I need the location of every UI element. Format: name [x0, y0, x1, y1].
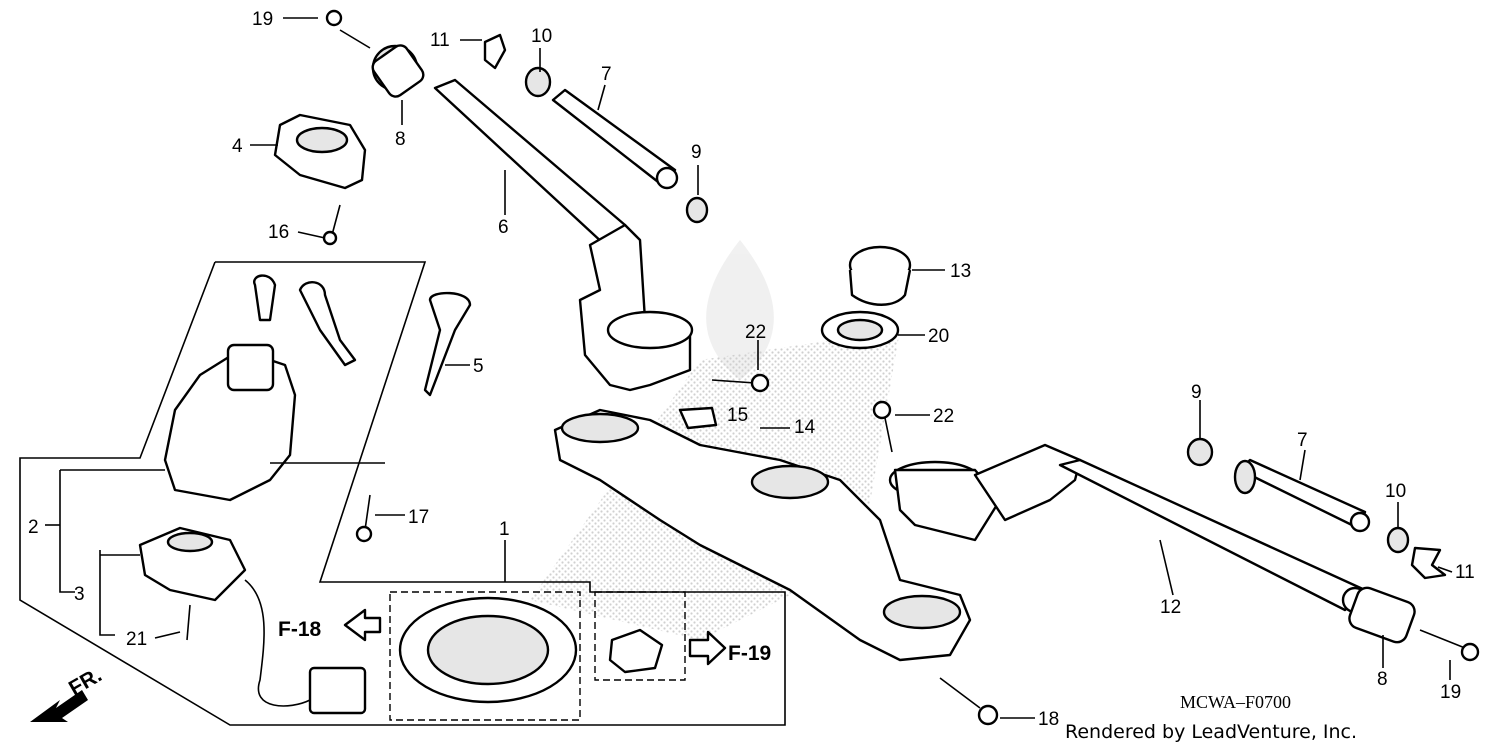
- left-handlebar: [433, 78, 694, 392]
- callout-12: 12: [1160, 597, 1181, 618]
- right-inner-weight: [1186, 437, 1447, 580]
- callout-13: 13: [950, 261, 971, 282]
- callout-2: 2: [28, 517, 39, 538]
- callout-7-right: 7: [1297, 430, 1308, 451]
- f18-arrow: [343, 608, 382, 642]
- callout-17: 17: [408, 507, 429, 528]
- callout-4: 4: [232, 136, 243, 157]
- callout-9-top: 9: [691, 142, 702, 163]
- callout-11-top: 11: [430, 30, 450, 51]
- leader-lines: [45, 17, 1453, 719]
- callout-labels: 19 11 10 7 8 4 9 16 6 13 20 22 5 15 14 2…: [28, 9, 1475, 730]
- callout-11-right: 11: [1455, 562, 1475, 583]
- callout-22-right: 22: [933, 406, 954, 427]
- callout-7-top: 7: [601, 64, 612, 85]
- reference-f19: F-19: [728, 642, 771, 665]
- render-credit: Rendered by LeadVenture, Inc.: [1065, 721, 1357, 743]
- ignition-switch: [163, 274, 472, 502]
- callout-14: 14: [794, 417, 816, 438]
- callout-19-top: 19: [252, 9, 273, 30]
- bolt-18: [939, 677, 999, 726]
- f19-arrow: [688, 630, 727, 666]
- callout-19-right: 19: [1440, 682, 1461, 703]
- cap-box: [389, 591, 581, 721]
- callout-18: 18: [1038, 709, 1059, 730]
- callout-6: 6: [498, 217, 509, 238]
- callout-3: 3: [74, 584, 85, 605]
- right-bar-end: [1348, 586, 1480, 662]
- callout-8-top: 8: [395, 129, 406, 150]
- key-sensor: [138, 526, 367, 715]
- ignition-cover: [273, 113, 367, 246]
- callout-5: 5: [473, 356, 484, 377]
- callout-21: 21: [126, 629, 147, 650]
- callout-22-left: 22: [745, 322, 766, 343]
- callout-16: 16: [268, 222, 289, 243]
- bolts-22: [711, 373, 893, 453]
- bolt-17: [355, 494, 373, 543]
- callout-9-right: 9: [1191, 382, 1202, 403]
- diagram-code: MCWA–F0700: [1180, 692, 1291, 712]
- stem-nut: [820, 245, 912, 350]
- callout-8-right: 8: [1377, 669, 1388, 690]
- callout-15: 15: [727, 405, 748, 426]
- top-bridge: [553, 406, 972, 662]
- front-arrow-icon: [30, 690, 88, 722]
- fuel-cap: [398, 596, 664, 704]
- left-bar-end: [325, 9, 425, 98]
- front-direction-label: FR.: [65, 663, 106, 700]
- callout-20: 20: [928, 326, 949, 347]
- assembly-boundary: [19, 261, 786, 726]
- reference-f18: F-18: [278, 618, 322, 641]
- left-inner-weight: [483, 33, 709, 224]
- callout-10-top: 10: [531, 26, 552, 47]
- callout-1: 1: [499, 519, 510, 540]
- right-handlebar: [888, 443, 1369, 614]
- plug-box: [594, 591, 686, 681]
- callout-10-right: 10: [1385, 481, 1406, 502]
